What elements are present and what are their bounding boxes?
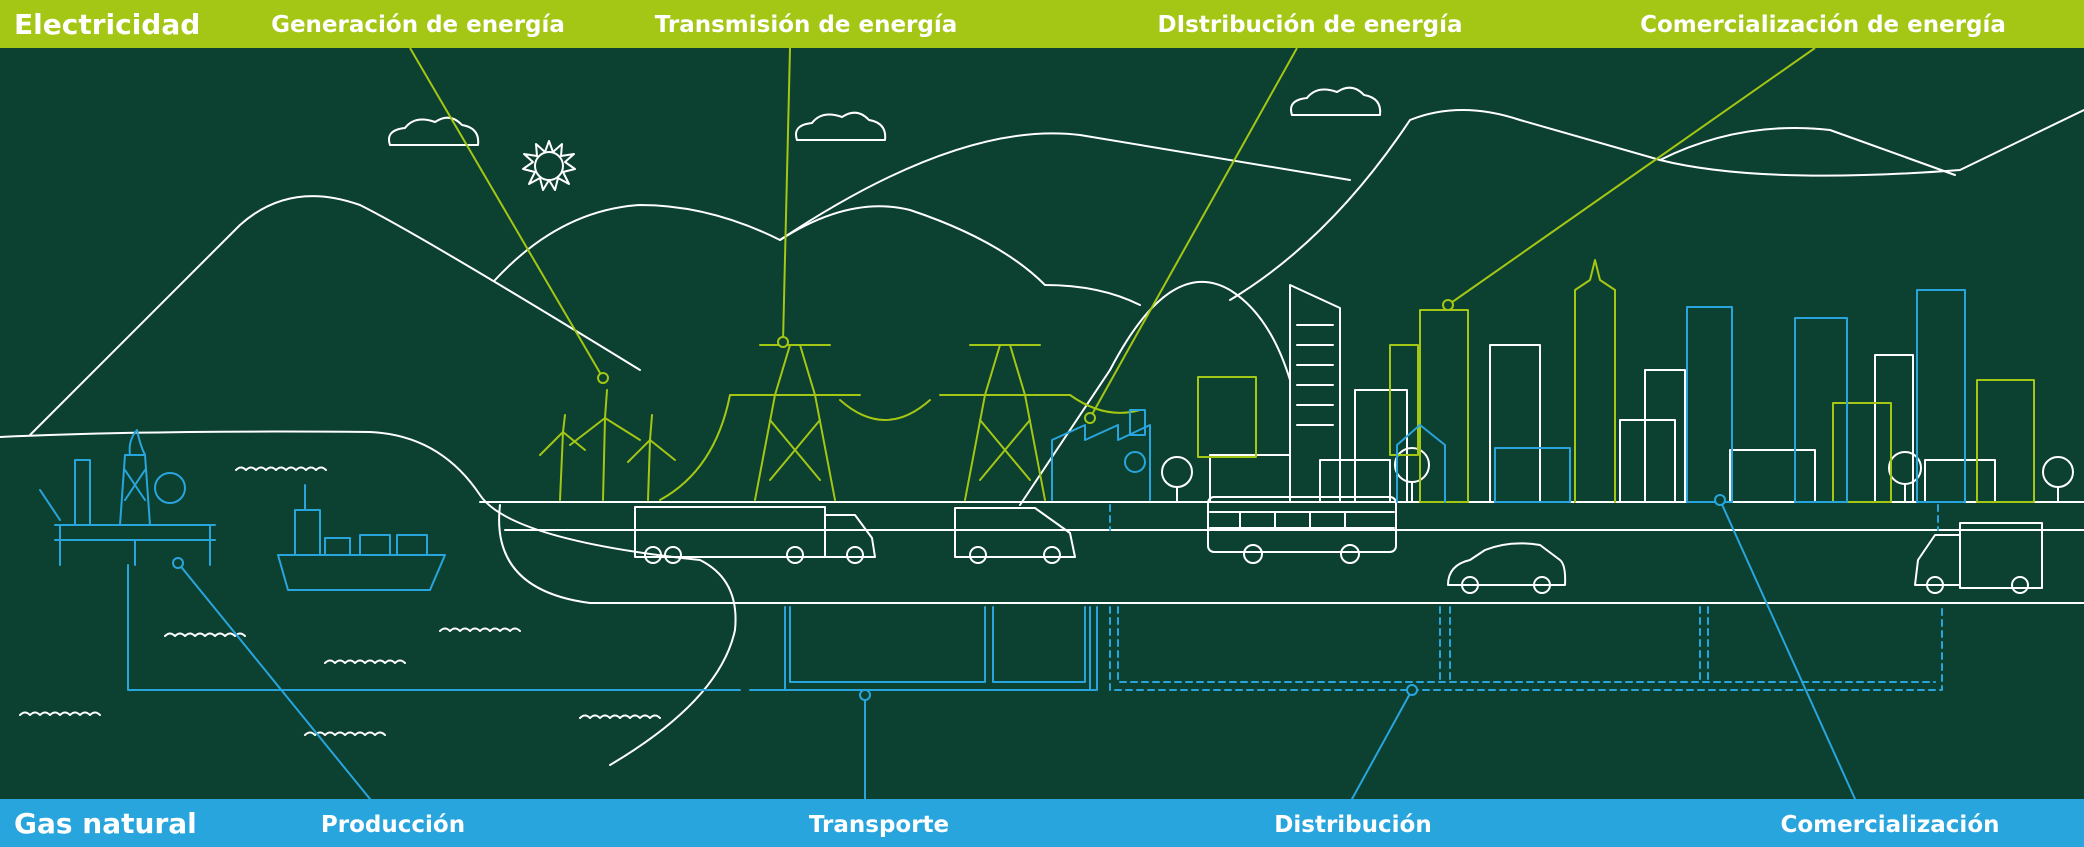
callout-line-distribucion-energia	[1089, 47, 1298, 419]
callout-line-generacion	[409, 47, 604, 379]
city-buildings-white	[1209, 284, 1996, 503]
road-curve	[498, 504, 2084, 604]
stage-distribucion: Distribución	[1274, 812, 1432, 838]
delivery-truck-icon	[1914, 522, 2043, 594]
ship-icon	[277, 484, 446, 591]
mountains	[29, 109, 2084, 506]
stage-generacion: Generación de energía	[271, 12, 565, 38]
gas-title: Gas natural	[14, 807, 197, 840]
wind-turbine-icon	[539, 389, 676, 501]
stage-comercializacion: Comercialización	[1780, 812, 2000, 838]
electricity-band: Electricidad Generación de energía Trans…	[0, 0, 2084, 48]
city-buildings-blue	[1396, 289, 1966, 503]
callout-line-comercializacion-energia	[1447, 47, 1816, 306]
tree-icon	[1161, 447, 2074, 503]
truck-icon	[634, 506, 876, 564]
stage-transporte: Transporte	[808, 812, 950, 838]
oil-platform-icon	[39, 429, 216, 566]
gas-pipeline	[127, 564, 1098, 691]
sun-icon	[522, 140, 576, 191]
city-buildings-green	[1197, 259, 2035, 503]
stage-produccion: Producción	[320, 812, 466, 838]
callout-line-transmision	[782, 47, 791, 343]
van-icon	[954, 507, 1076, 564]
callout-line-distribucion	[1351, 689, 1413, 800]
factory-icon	[1051, 409, 1151, 501]
car-icon	[1447, 542, 1567, 594]
bus-icon	[1207, 496, 1397, 564]
transmission-tower-icon	[659, 344, 1141, 501]
callout-line-comercializacion-gas	[1719, 499, 1856, 800]
gas-band: Gas natural Producción Transporte Distri…	[0, 799, 2084, 847]
cloud-icon	[388, 86, 1382, 146]
stage-transmision: Transmisión de energía	[654, 12, 958, 38]
callout-line-produccion	[177, 562, 371, 800]
waves	[19, 466, 661, 736]
stage-distribucion-energia: DIstribución de energía	[1157, 12, 1463, 38]
electricity-title: Electricidad	[14, 8, 201, 41]
gas-distribution-network	[1109, 504, 1943, 691]
stage-comercializacion-energia: Comercialización de energía	[1640, 12, 2006, 38]
coastline	[0, 430, 737, 766]
